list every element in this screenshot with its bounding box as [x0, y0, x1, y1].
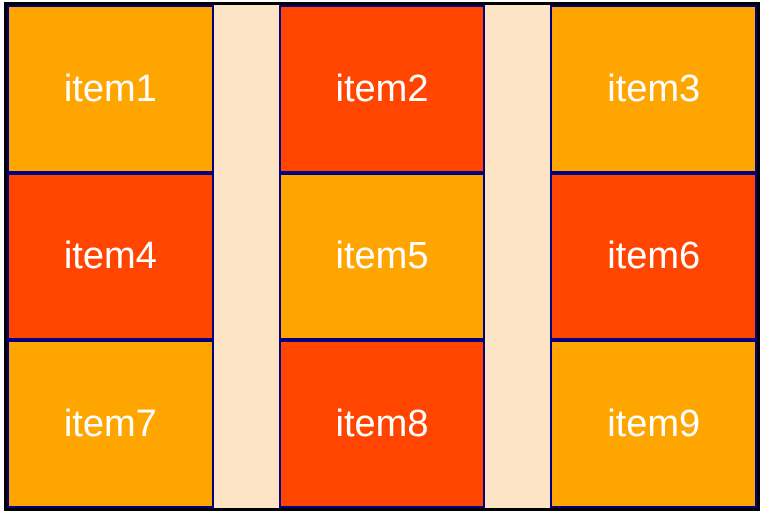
grid-item-label: item7: [63, 403, 157, 446]
grid-item: item8: [278, 340, 486, 508]
grid-item-label: item6: [607, 235, 701, 278]
grid-item-label: item4: [63, 235, 157, 278]
grid-item: item9: [550, 340, 757, 508]
grid-item-label: item5: [335, 235, 429, 278]
grid-item: item5: [278, 172, 486, 341]
grid-item: item7: [7, 340, 214, 508]
grid-item: item3: [550, 5, 757, 173]
grid-item: item2: [278, 5, 486, 173]
grid-item-label: item2: [335, 67, 429, 110]
grid-item: item6: [550, 172, 757, 341]
grid-item: item4: [7, 172, 214, 341]
grid-item: item1: [7, 5, 214, 173]
flex-container: item1 item2 item3 item4 item5 item6 item…: [4, 2, 760, 511]
grid-item-label: item9: [607, 403, 701, 446]
grid-item-label: item3: [607, 67, 701, 110]
grid-item-label: item8: [335, 403, 429, 446]
grid-item-label: item1: [63, 67, 157, 110]
